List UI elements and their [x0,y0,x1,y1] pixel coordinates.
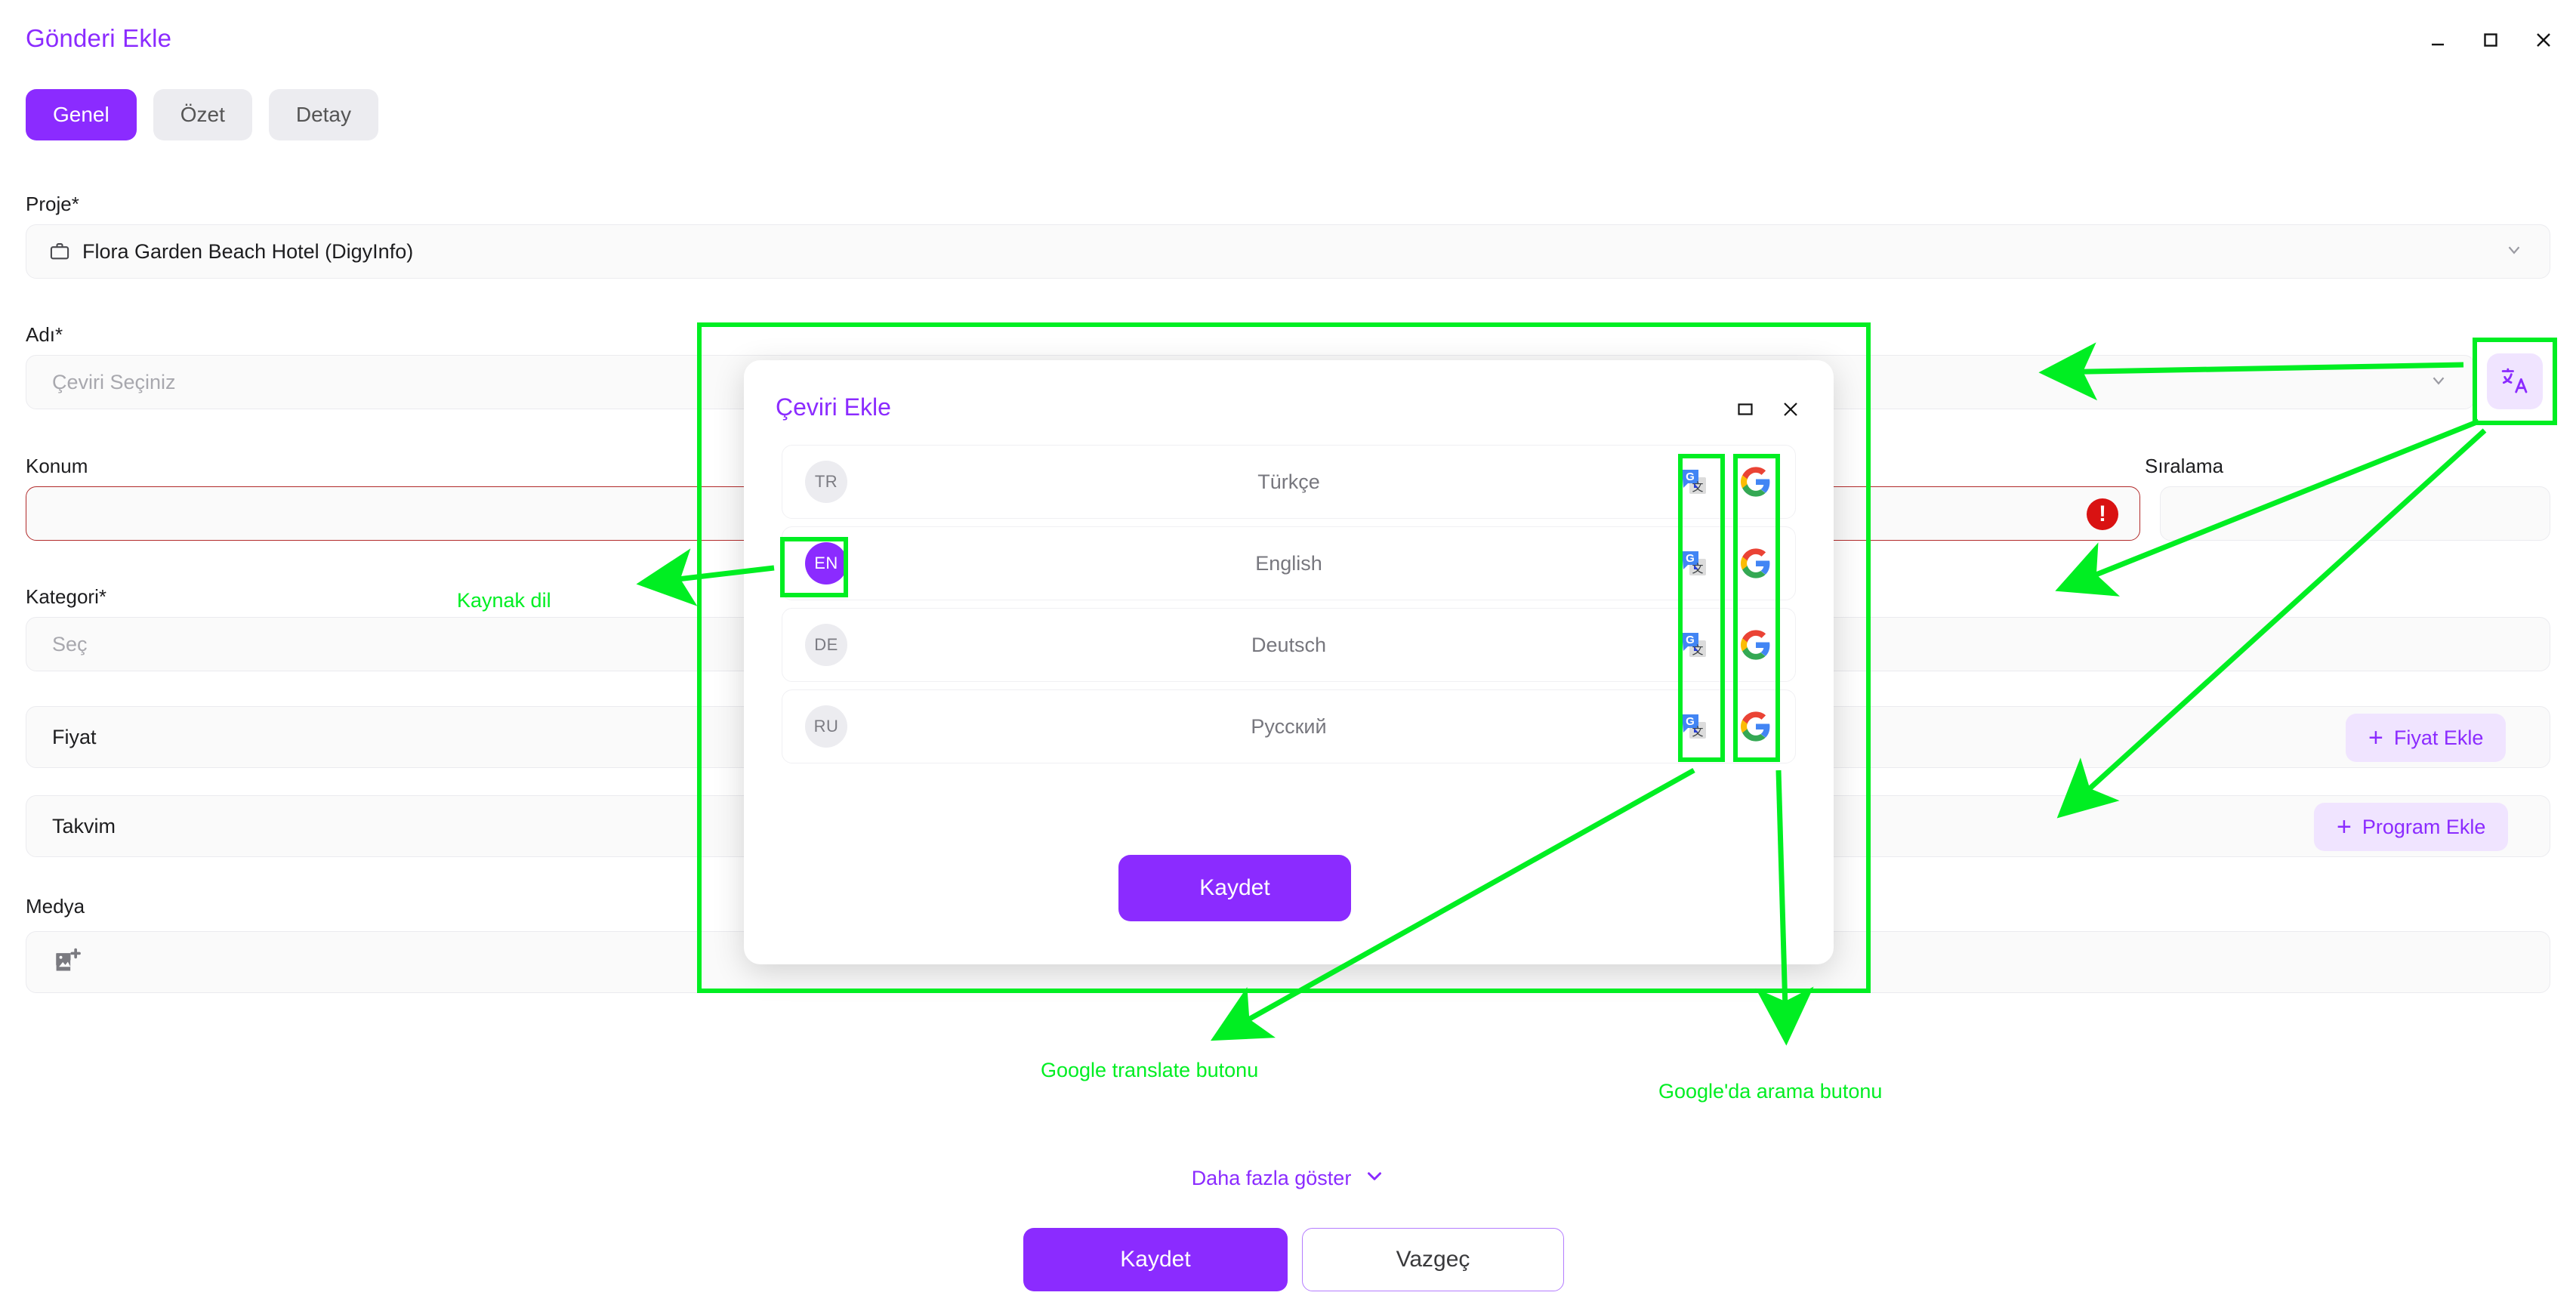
modal-save-button[interactable]: Kaydet [1118,855,1351,921]
google-translate-icon[interactable]: G 文 [1676,627,1712,663]
proje-value: Flora Garden Beach Hotel (DigyInfo) [82,239,414,263]
language-row[interactable]: DE Deutsch G 文 [782,608,1796,682]
svg-text:G: G [1686,715,1695,728]
siralama-label: Sıralama [2145,455,2224,477]
close-icon[interactable] [1779,398,1802,421]
google-translate-icon[interactable]: G 文 [1676,464,1712,500]
takvim-label: Takvim [52,814,116,837]
minimize-icon[interactable] [2425,27,2451,53]
annotation-label-source-language: Kaynak dil [457,589,551,612]
translate-language-icon [2500,366,2530,398]
language-name: Русский [1251,714,1327,738]
fiyat-label: Fiyat [52,725,97,748]
language-code-chip[interactable]: TR [805,461,847,503]
add-fiyat-button[interactable]: + Fiyat Ekle [2346,714,2507,762]
page-title: Gönderi Ekle [26,24,172,52]
save-button[interactable]: Kaydet [1023,1228,1288,1291]
tab-ozet[interactable]: Özet [153,89,252,140]
show-more-button[interactable]: Daha fazla göster [744,1164,1834,1192]
svg-text:G: G [1686,470,1695,483]
add-program-label: Program Ekle [2362,815,2486,838]
annotation-label-google-translate: Google translate butonu [1041,1059,1259,1081]
modal-window-controls [1734,398,1802,421]
row-actions: G 文 [1676,464,1774,500]
ceviri-ekle-modal: Çeviri Ekle TR Türkçe G [744,360,1834,1189]
tab-genel[interactable]: Genel [26,89,137,140]
google-translate-icon[interactable]: G 文 [1676,545,1712,581]
briefcase-icon [49,241,70,262]
google-search-icon[interactable] [1738,545,1774,581]
annotation-label-google-search: Google'da arama butonu [1658,1080,1883,1103]
language-name: Deutsch [1251,633,1327,656]
tab-bar: Genel Özet Detay [26,89,379,140]
adi-placeholder: Çeviri Seçiniz [52,370,176,393]
language-code-chip[interactable]: EN [805,542,847,585]
medya-label: Medya [26,895,85,918]
language-row[interactable]: RU Русский G 文 [782,689,1796,763]
translate-language-icon-button[interactable] [2487,353,2543,409]
siralama-input[interactable] [2160,486,2550,541]
maximize-icon[interactable] [2478,27,2504,53]
modal-title: Çeviri Ekle [776,393,891,421]
language-name: English [1255,551,1322,575]
language-code-chip[interactable]: DE [805,624,847,666]
svg-text:G: G [1686,634,1695,646]
error-exclamation-icon: ! [2087,498,2118,530]
tab-detay[interactable]: Detay [268,89,379,140]
language-row[interactable]: EN English G 文 [782,526,1796,600]
add-program-button[interactable]: + Program Ekle [2314,803,2509,851]
language-name: Türkçe [1257,470,1320,493]
chevron-down-icon[interactable] [2429,371,2448,394]
add-fiyat-label: Fiyat Ekle [2393,726,2484,749]
chevron-down-icon [1363,1164,1386,1192]
google-search-icon[interactable] [1738,708,1774,745]
add-image-icon[interactable] [52,946,84,978]
window-controls [2425,27,2556,53]
language-row[interactable]: TR Türkçe G 文 [782,445,1796,519]
proje-select[interactable]: Flora Garden Beach Hotel (DigyInfo) [26,224,2550,279]
row-actions: G 文 [1676,708,1774,745]
svg-text:G: G [1686,552,1695,565]
kategori-placeholder: Seç [52,632,88,655]
plus-icon: + [2337,813,2352,841]
show-more-label: Daha fazla göster [1191,1167,1352,1189]
proje-label: Proje* [26,193,79,215]
adi-label: Adı* [26,323,63,346]
chevron-down-icon[interactable] [2504,240,2524,264]
maximize-icon[interactable] [1734,398,1757,421]
plus-icon: + [2368,723,2383,752]
google-translate-icon[interactable]: G 文 [1676,708,1712,745]
kategori-label: Kategori* [26,585,106,608]
language-code-chip[interactable]: RU [805,705,847,748]
cancel-button[interactable]: Vazgeç [1302,1228,1564,1291]
close-icon[interactable] [2531,27,2556,53]
konum-label: Konum [26,455,88,477]
language-list: TR Türkçe G 文 [782,445,1796,771]
row-actions: G 文 [1676,627,1774,663]
google-search-icon[interactable] [1738,464,1774,500]
google-search-icon[interactable] [1738,627,1774,663]
row-actions: G 文 [1676,545,1774,581]
